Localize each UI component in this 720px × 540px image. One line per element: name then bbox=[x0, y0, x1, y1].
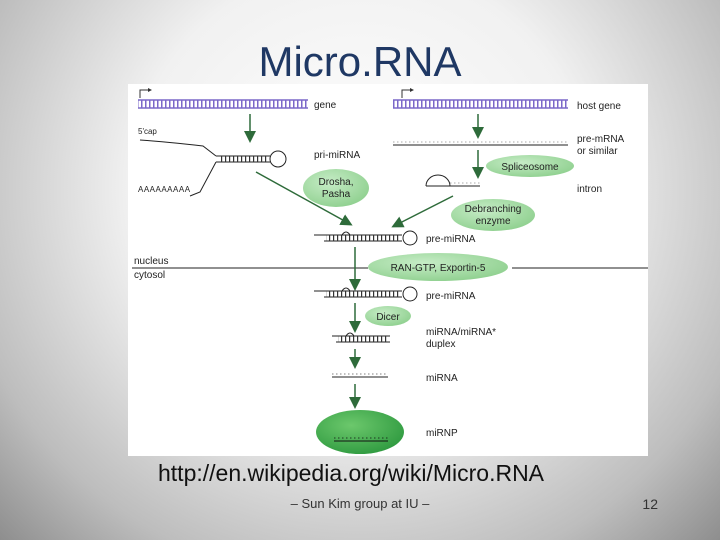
intron-lariat bbox=[425, 174, 480, 187]
pri-mirna-structure bbox=[139, 139, 287, 197]
mirna-pathway-diagram: gene host gene 5'cap AAAAAAAAA pri-miRNA… bbox=[128, 84, 648, 456]
mirna-label: miRNA bbox=[426, 373, 458, 384]
pre-mrna-label-1: pre-mRNA bbox=[577, 134, 625, 145]
five-cap-label: 5'cap bbox=[138, 127, 157, 136]
pre-mirna-cytosol-label: pre-miRNA bbox=[426, 291, 476, 302]
duplex-label-2: duplex bbox=[426, 339, 455, 350]
drosha-pasha-enzyme bbox=[303, 169, 369, 207]
host-gene-strand bbox=[393, 88, 568, 109]
slide-title: Micro.RNA bbox=[258, 38, 462, 85]
duplex-label-1: miRNA/miRNA* bbox=[426, 327, 496, 338]
pre-mirna-nucleus-label: pre-miRNA bbox=[426, 234, 476, 245]
poly-a-label: AAAAAAAAA bbox=[138, 185, 191, 194]
mirnp-bound-mirna bbox=[334, 437, 388, 442]
source-url: http://en.wikipedia.org/wiki/Micro.RNA bbox=[158, 460, 545, 486]
pre-mrna-strand bbox=[393, 141, 568, 146]
drosha-label-1: Drosha, bbox=[318, 177, 353, 188]
mirnp-complex bbox=[316, 410, 404, 454]
ran-gtp-label: RAN-GTP, Exportin-5 bbox=[391, 263, 486, 274]
spliceosome-label: Spliceosome bbox=[501, 162, 559, 173]
debranching-label-2: enzyme bbox=[475, 216, 510, 227]
ran-gtp-exportin-enzyme bbox=[368, 253, 508, 281]
drosha-label-2: Pasha bbox=[322, 189, 351, 200]
page-number: 12 bbox=[642, 496, 658, 512]
mature-mirna-strand bbox=[332, 373, 388, 378]
pre-mrna-label-2: or similar bbox=[577, 146, 618, 157]
pri-mirna-label: pri-miRNA bbox=[314, 150, 360, 161]
dicer-label: Dicer bbox=[376, 312, 400, 323]
dicer-enzyme bbox=[365, 306, 411, 326]
intron-label: intron bbox=[577, 184, 602, 195]
debranching-label-1: Debranching bbox=[465, 204, 522, 215]
debranching-enzyme bbox=[451, 199, 535, 231]
gene-label: gene bbox=[314, 100, 337, 111]
debranching-arrow bbox=[391, 195, 454, 228]
spliceosome-enzyme bbox=[486, 155, 574, 177]
pre-mirna-hairpin-cytosol bbox=[314, 286, 418, 302]
drosha-processing-arrow bbox=[255, 171, 353, 226]
slide-footer: – Sun Kim group at IU – bbox=[290, 496, 430, 511]
pre-mirna-hairpin-nucleus bbox=[314, 230, 418, 246]
gene-strand bbox=[138, 88, 308, 109]
host-gene-label: host gene bbox=[577, 101, 621, 112]
cytosol-label: cytosol bbox=[134, 270, 165, 281]
mirna-duplex bbox=[332, 332, 390, 343]
mirnp-label: miRNP bbox=[426, 428, 458, 439]
nucleus-label: nucleus bbox=[134, 256, 168, 267]
